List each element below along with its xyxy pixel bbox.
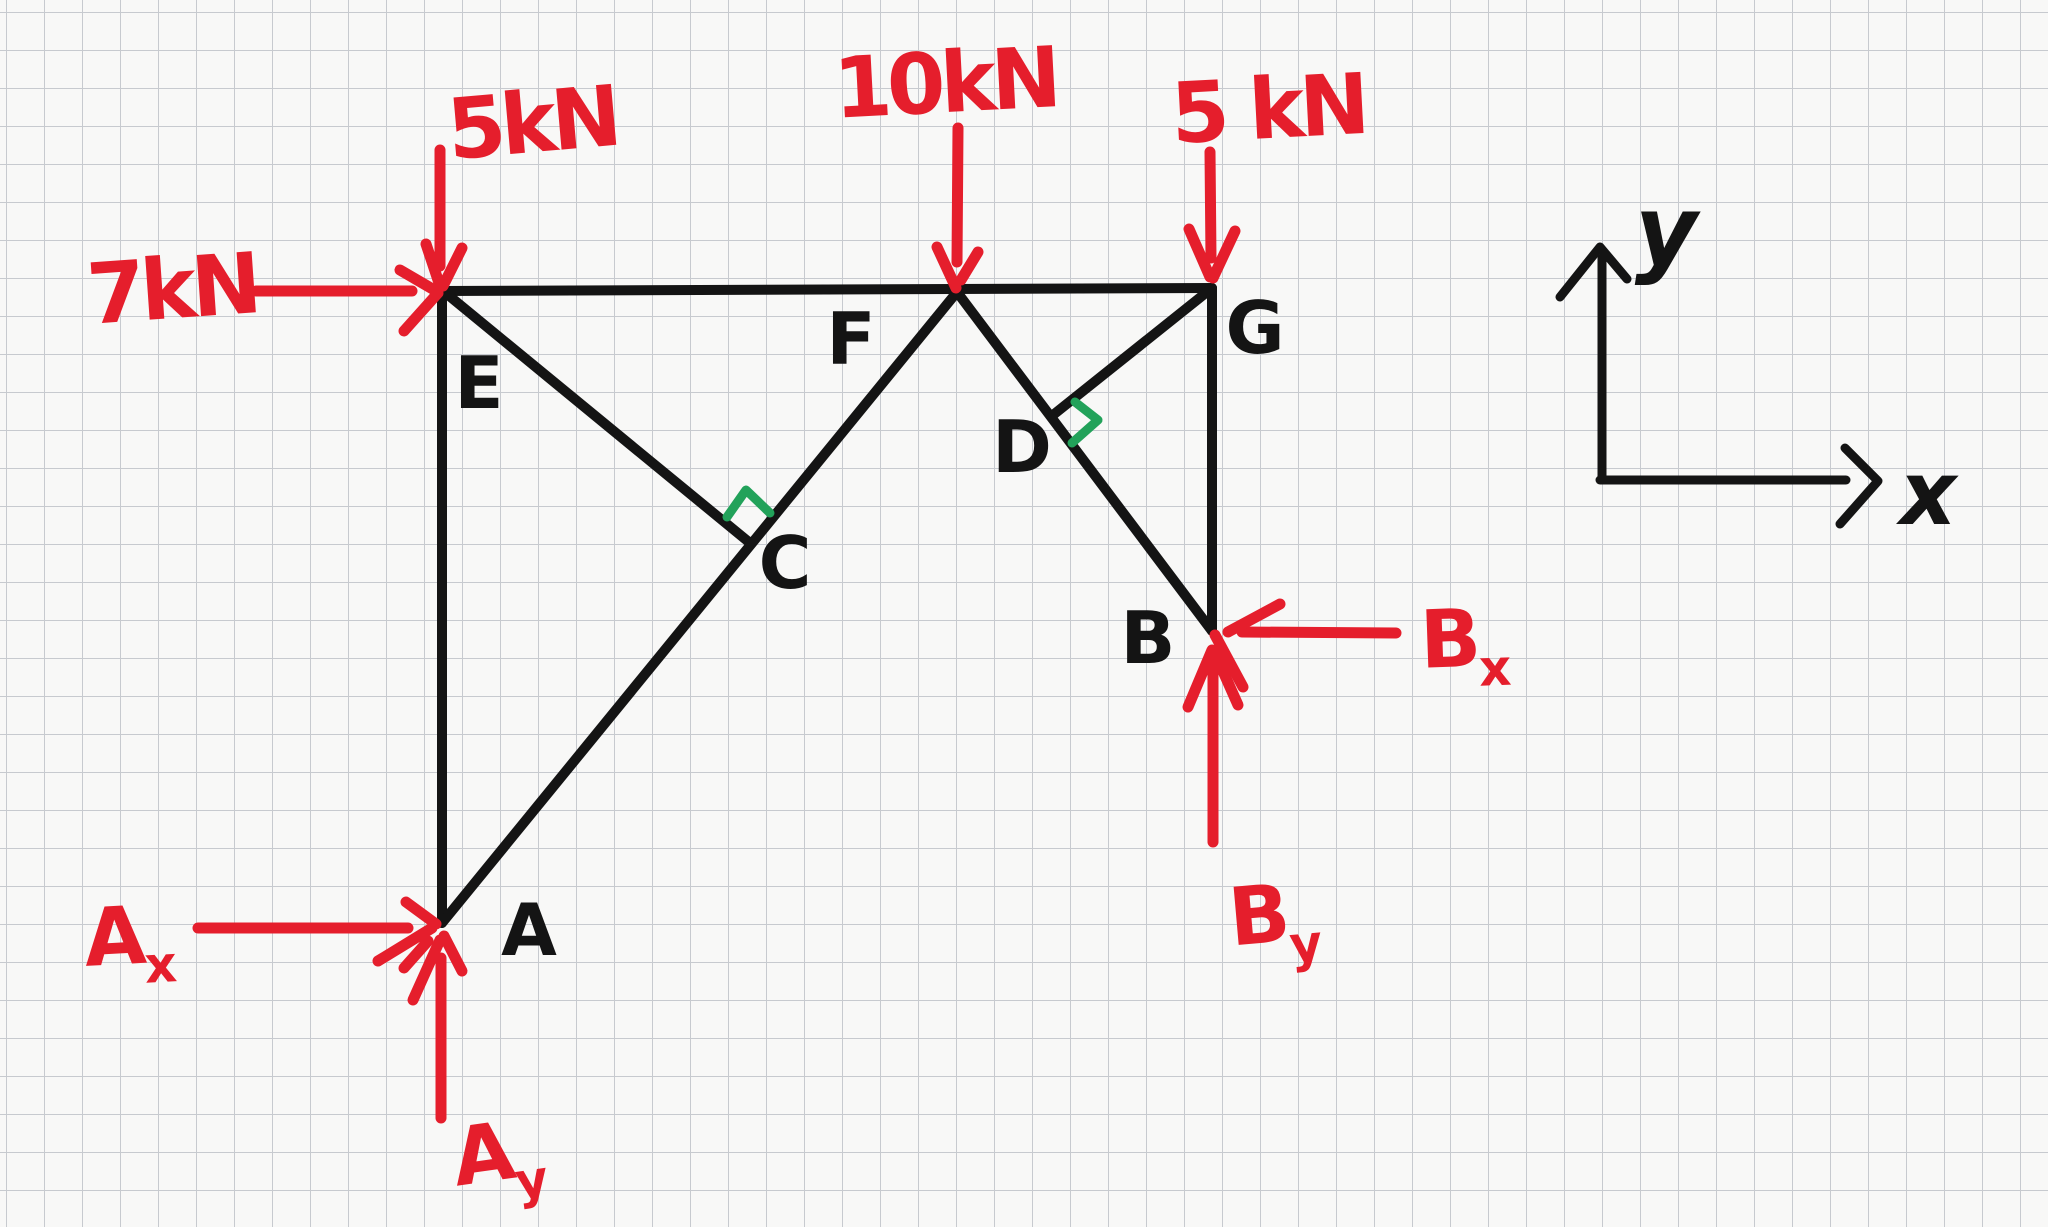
member-AF — [437, 287, 962, 928]
reaction-By-arrowhead-icon — [1182, 644, 1244, 713]
right-angle-mark-C-icon — [722, 485, 775, 522]
applied-loads: 5kN 7kN 10kN 5 kN — [84, 28, 1367, 344]
x-axis-label: x — [1896, 442, 1960, 545]
reaction-Ax-sub: x — [143, 935, 178, 995]
load-arrow-5kN-at-G: 5 kN — [1169, 55, 1368, 284]
member-GD — [1048, 283, 1217, 420]
load-7kN-E-arrowhead-icon — [394, 264, 444, 337]
reaction-Bx-arrowhead-icon — [1209, 598, 1286, 693]
right-angle-marks — [722, 397, 1103, 522]
node-label-B: B — [1121, 596, 1174, 680]
reaction-Ax-base: A — [82, 889, 149, 985]
node-labels: A B C D E F G — [454, 286, 1284, 972]
reaction-Ax-label: Ax — [82, 887, 178, 998]
reaction-Bx-base: B — [1418, 592, 1479, 687]
reaction-arrow-Bx: Bx — [1209, 591, 1512, 700]
reaction-Bx-label: Bx — [1418, 591, 1512, 700]
reaction-Bx-shaft — [1236, 626, 1402, 639]
reaction-Bx-sub: x — [1478, 639, 1512, 698]
reaction-By-base: B — [1225, 867, 1291, 965]
load-10kN-F-shaft — [951, 122, 964, 268]
member-FB — [952, 287, 1217, 636]
coordinate-axes: y x — [1555, 175, 1960, 545]
load-arrow-10kN-at-F: 10kN — [831, 28, 1059, 294]
load-7kN-E-label: 7kN — [84, 234, 260, 344]
member-EC — [437, 285, 755, 548]
node-label-E: E — [454, 341, 501, 425]
load-10kN-F-arrowhead-icon — [931, 241, 984, 294]
reaction-arrow-Ax: Ax — [82, 887, 442, 998]
node-label-C: C — [759, 521, 810, 605]
right-angle-mark-D-icon — [1067, 397, 1103, 448]
reaction-arrow-By: By — [1182, 644, 1324, 979]
reaction-Ay-arrowhead-icon — [407, 930, 468, 1006]
load-5kN-E-label: 5kN — [443, 67, 621, 179]
load-arrow-7kN-at-E: 7kN — [84, 234, 444, 344]
member-EG — [437, 283, 1217, 296]
load-5kN-G-shaft — [1204, 146, 1217, 264]
load-5kN-E-arrowhead-icon — [420, 238, 468, 292]
node-label-G: G — [1225, 286, 1282, 370]
node-label-A: A — [501, 888, 557, 972]
node-label-F: F — [826, 297, 873, 381]
load-10kN-F-label: 10kN — [831, 28, 1059, 138]
truss-members — [437, 283, 1217, 928]
y-axis-label: y — [1635, 175, 1701, 287]
load-5kN-G-arrowhead-icon — [1183, 223, 1241, 284]
reaction-Ax-arrowhead-icon — [372, 896, 442, 974]
reaction-By-label: By — [1225, 864, 1324, 979]
load-5kN-G-label: 5 kN — [1169, 55, 1368, 163]
load-arrow-5kN-at-E: 5kN — [420, 67, 621, 292]
node-label-D: D — [992, 405, 1050, 489]
x-axis-arrowhead-icon — [1835, 443, 1883, 529]
y-axis-arrowhead-icon — [1555, 242, 1632, 302]
